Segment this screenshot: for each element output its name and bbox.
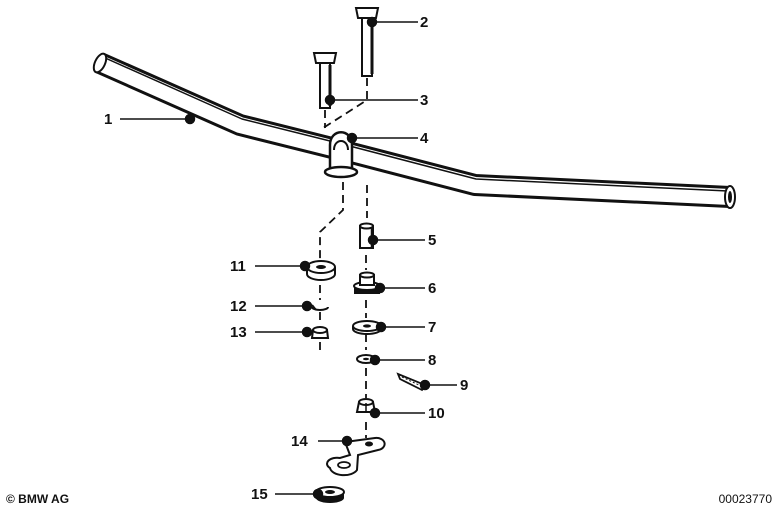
bar-clamp <box>323 131 359 179</box>
callout-6: 6 <box>428 280 436 297</box>
rubber-ring <box>306 260 336 281</box>
assembly-lines-upper <box>319 78 368 131</box>
callout-2: 2 <box>420 14 428 31</box>
callout-8: 8 <box>428 352 436 369</box>
callout-14: 14 <box>291 433 308 450</box>
leader-lines <box>120 16 457 500</box>
copyright-notice: © BMW AG <box>6 492 70 506</box>
rubber-bush <box>353 271 381 294</box>
spring-washer <box>311 304 329 311</box>
callout-11: 11 <box>230 258 246 275</box>
callout-12: 12 <box>230 298 247 315</box>
callout-15: 15 <box>251 486 268 503</box>
callout-5: 5 <box>428 232 436 249</box>
callout-7: 7 <box>428 319 436 336</box>
callout-labels: 1 2 3 4 5 6 7 8 9 10 11 12 13 14 15 <box>104 14 468 503</box>
callout-4: 4 <box>420 130 429 147</box>
handlebar-tube <box>92 52 736 209</box>
small-nut <box>310 326 330 339</box>
assembly-lines-lower <box>319 182 368 438</box>
callout-3: 3 <box>420 92 428 109</box>
callout-13: 13 <box>230 324 247 341</box>
long-bolt <box>354 7 380 77</box>
diagram-number: 00023770 <box>718 492 772 506</box>
mounting-bracket <box>326 436 386 477</box>
callout-10: 10 <box>428 405 445 422</box>
callout-9: 9 <box>460 377 468 394</box>
cable-strap <box>396 372 427 392</box>
callout-1: 1 <box>104 111 112 128</box>
